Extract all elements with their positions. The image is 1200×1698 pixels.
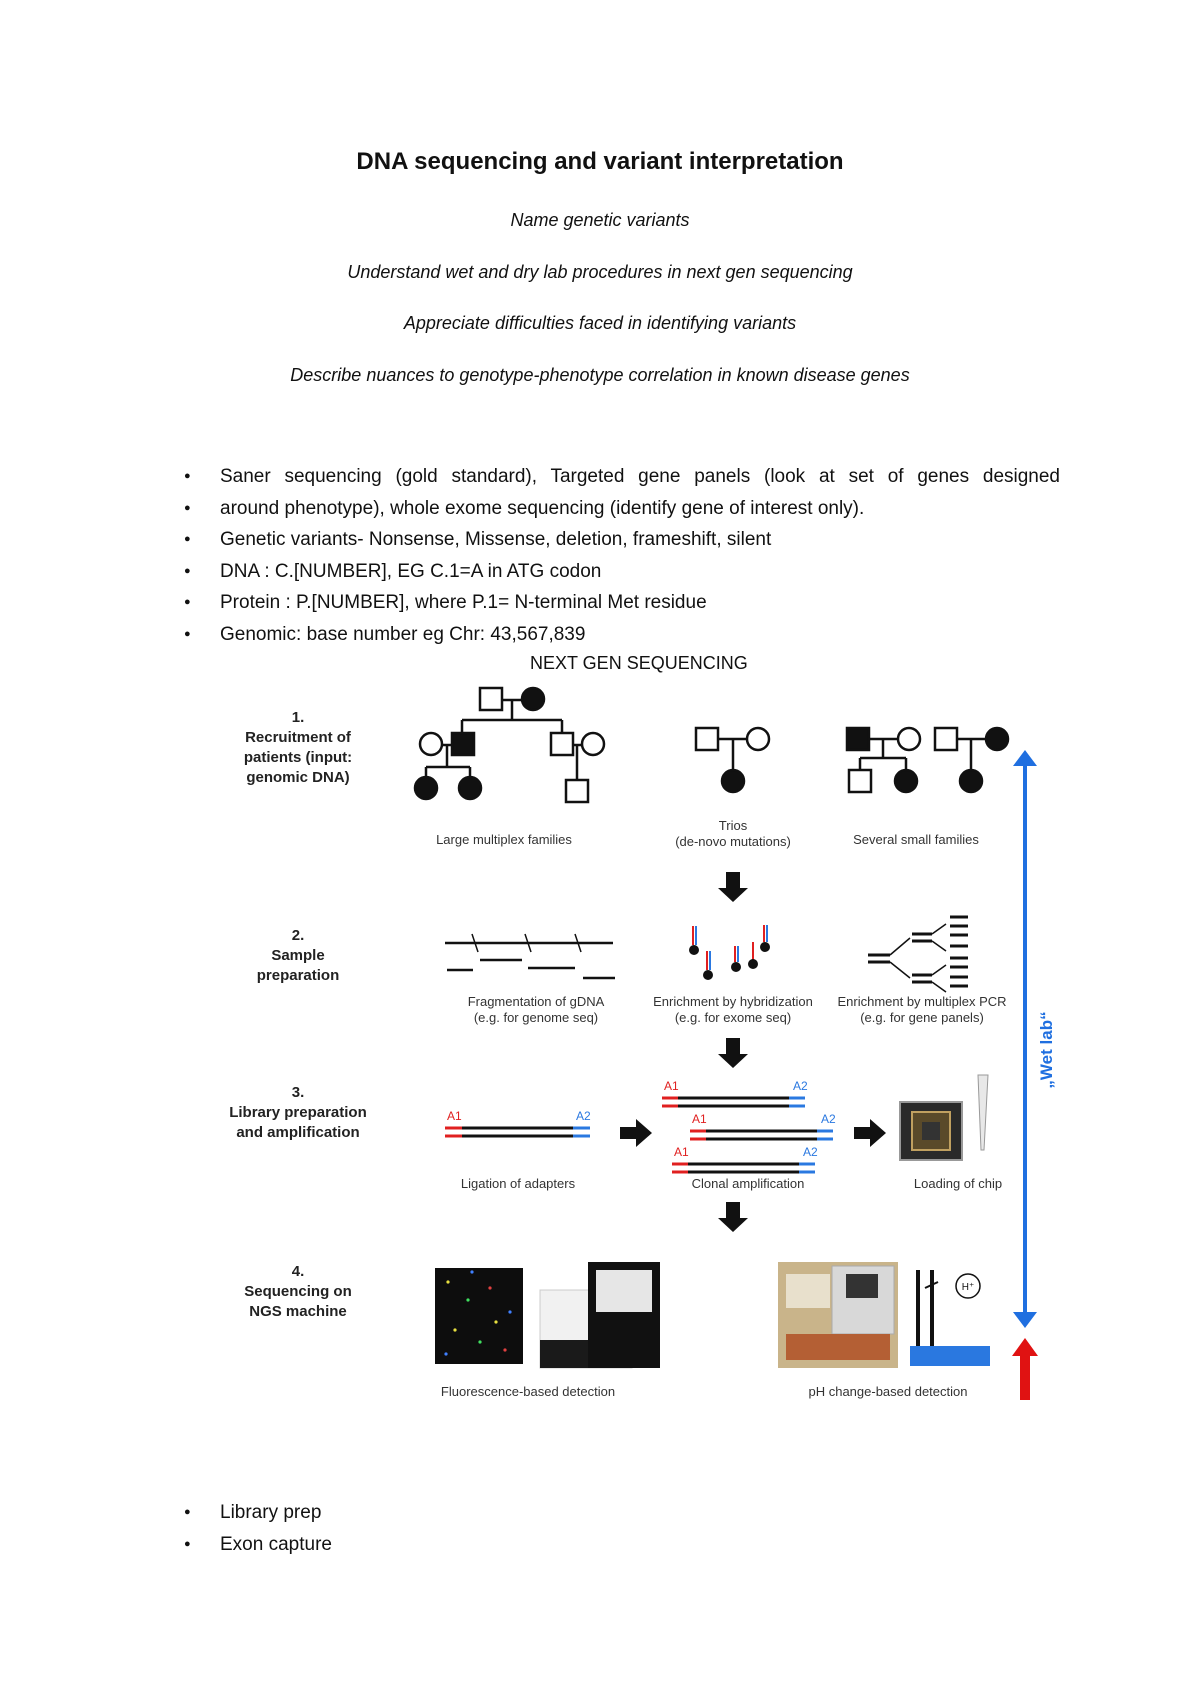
bullet-continuation-text: around phenotype), whole exome sequencin… xyxy=(220,497,865,519)
bullet-item: DNA : C.[NUMBER], EG C.1=A in ATG codon xyxy=(180,556,1060,588)
adapter-a1-label: A1 xyxy=(674,1145,689,1159)
wet-lab-label: „Wet lab“ xyxy=(1037,1011,1056,1088)
step-2-line: preparation xyxy=(257,967,340,984)
step-4-number: 4. xyxy=(292,1263,305,1280)
adapter-a1-label: A1 xyxy=(664,1079,679,1093)
adapter-a1-label: A1 xyxy=(447,1109,462,1123)
adapter-a1-label: A1 xyxy=(692,1112,707,1126)
wet-lab-arrow xyxy=(1012,750,1038,1400)
adapter-a2-label: A2 xyxy=(793,1079,808,1093)
caption-multiplex-pcr-note: (e.g. for gene panels) xyxy=(860,1010,984,1025)
bullet-item: Exon capture xyxy=(180,1529,1060,1561)
caption-fragmentation: Fragmentation of gDNA xyxy=(468,994,605,1009)
red-up-arrow-icon xyxy=(1012,1338,1038,1356)
bullet-item: Genetic variants- Nonsense, Missense, de… xyxy=(180,524,1060,556)
pedigree-large-family xyxy=(413,686,606,804)
caption-fragmentation-note: (e.g. for genome seq) xyxy=(474,1010,598,1025)
down-arrow-icon xyxy=(718,1038,748,1068)
summary-bullet-list: Saner sequencing (gold standard), Target… xyxy=(180,461,1060,650)
fragmentation-graphic xyxy=(445,933,615,980)
down-arrow-icon xyxy=(1013,1312,1037,1328)
objective-item: Understand wet and dry lab procedures in… xyxy=(347,261,853,282)
objective-item: Appreciate difficulties faced in identif… xyxy=(403,313,797,333)
hybridization-graphic xyxy=(689,925,770,980)
ph-machine-graphic xyxy=(778,1262,990,1368)
pedigree-trio xyxy=(694,726,771,794)
pedigree-small-families xyxy=(845,726,1010,794)
up-arrow-icon xyxy=(1013,750,1037,766)
adapter-a2-label: A2 xyxy=(576,1109,591,1123)
clonal-amplification-graphic xyxy=(662,1096,833,1174)
caption-chip-loading: Loading of chip xyxy=(914,1176,1002,1191)
step-2-line: Sample xyxy=(271,947,324,964)
learning-objectives: Name genetic variants Understand wet and… xyxy=(0,208,1200,414)
flow-arrows xyxy=(620,872,886,1232)
ngs-workflow-figure: 1. Recruitment of patients (input: genom… xyxy=(210,670,1060,1405)
caption-hybridization: Enrichment by hybridization xyxy=(653,994,813,1009)
step-4-line: NGS machine xyxy=(249,1303,347,1320)
caption-ligation: Ligation of adapters xyxy=(461,1176,576,1191)
adapter-a2-label: A2 xyxy=(803,1145,818,1159)
step-4-line: Sequencing on xyxy=(244,1283,352,1300)
figure-heading: NEXT GEN SEQUENCING xyxy=(530,653,748,673)
caption-large-families: Large multiplex families xyxy=(436,832,572,847)
caption-small-families: Several small families xyxy=(853,832,979,847)
step-3-line: and amplification xyxy=(236,1124,359,1141)
bullet-item: Saner sequencing (gold standard), Target… xyxy=(180,461,1060,493)
bullet-item: Genomic: base number eg Chr: 43,567,839 xyxy=(180,619,1060,651)
objective-item: Describe nuances to genotype-phenotype c… xyxy=(290,364,910,385)
red-arrow-shaft xyxy=(1020,1350,1030,1400)
objective-item: Name genetic variants xyxy=(510,210,690,230)
page-title: DNA sequencing and variant interpretatio… xyxy=(356,148,844,175)
right-arrow-icon xyxy=(620,1119,652,1147)
caption-ph-detection: pH change-based detection xyxy=(808,1384,967,1399)
caption-clonal-amplification: Clonal amplification xyxy=(692,1176,805,1191)
ngs-workflow-diagram: 1. Recruitment of patients (input: genom… xyxy=(229,686,1056,1400)
caption-hybridization-note: (e.g. for exome seq) xyxy=(675,1010,791,1025)
bullet-item: Library prep xyxy=(180,1497,1060,1529)
step-1-number: 1. xyxy=(292,709,305,726)
caption-multiplex-pcr: Enrichment by multiplex PCR xyxy=(837,994,1006,1009)
step-3-number: 3. xyxy=(292,1084,305,1101)
followup-bullet-list: Library prep Exon capture xyxy=(180,1497,1060,1560)
bullet-item: Protein : P.[NUMBER], where P.1= N-termi… xyxy=(180,587,1060,619)
step-1-line: Recruitment of xyxy=(245,729,352,746)
adapter-ligation-graphic xyxy=(445,1126,590,1138)
down-arrow-icon xyxy=(718,872,748,902)
right-arrow-icon xyxy=(854,1119,886,1147)
caption-trios-note: (de-novo mutations) xyxy=(675,834,791,849)
adapter-a2-label: A2 xyxy=(821,1112,836,1126)
step-1-line: patients (input: xyxy=(244,749,352,766)
step-1-line: genomic DNA) xyxy=(246,769,349,786)
multiplex-pcr-graphic xyxy=(868,915,968,993)
proton-label: H⁺ xyxy=(962,1282,975,1293)
step-2-number: 2. xyxy=(292,927,305,944)
pipette-icon xyxy=(977,1074,989,1151)
step-labels: 1. Recruitment of patients (input: genom… xyxy=(229,709,367,1320)
bullet-item-continuation: around phenotype), whole exome sequencin… xyxy=(180,493,1060,525)
fluorescence-machine-graphic xyxy=(435,1262,660,1369)
caption-fluorescence-detection: Fluorescence-based detection xyxy=(441,1384,615,1399)
down-arrow-icon xyxy=(718,1202,748,1232)
step-3-line: Library preparation xyxy=(229,1104,367,1121)
chip-graphic xyxy=(899,1074,989,1161)
caption-trios: Trios xyxy=(719,818,748,833)
